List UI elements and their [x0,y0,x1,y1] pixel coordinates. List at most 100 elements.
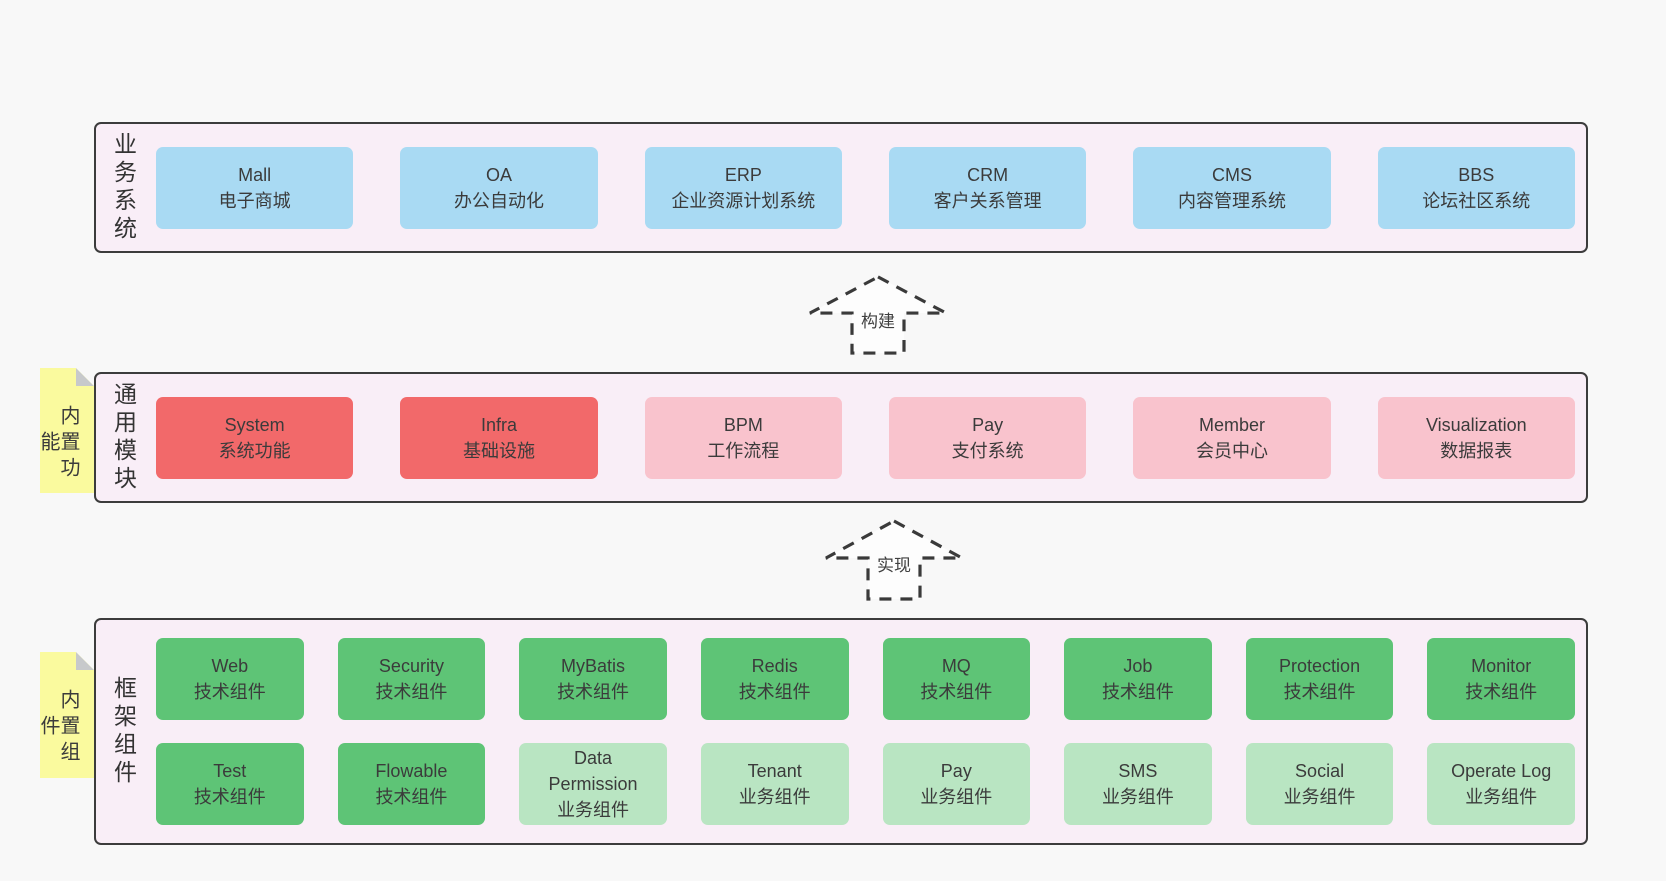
box-title: OA [485,164,512,185]
box-title: BBS [1458,164,1495,185]
layer-label: 业务系统 [110,131,137,244]
box-title: Mall [238,164,272,185]
box-title: Test [213,761,247,781]
box-subtitle: 技术组件 [1101,682,1174,702]
box-title: BPM [723,414,763,435]
sticky-note-builtin-components: 内置组件 [40,652,94,778]
box-title: Operate Log [1451,761,1552,781]
box-redis: Redis 技术组件 [700,638,849,720]
arrow-label: 实现 [874,554,914,578]
box-subtitle: 基础设施 [462,440,535,461]
box-operate-log: Operate Log 业务组件 [1427,743,1575,825]
box-subtitle: 论坛社区系统 [1422,190,1531,211]
box-crm: CRM 客户关系管理 [888,146,1087,229]
box-subtitle: 业务组件 [1283,787,1356,807]
box-mybatis: MyBatis 技术组件 [519,638,667,720]
layer-label: 框架组件 [110,675,137,788]
sticky-note-label: 内置功能 [37,404,79,483]
box-subtitle: 客户关系管理 [933,190,1042,211]
box-mq: MQ 技术组件 [882,638,1031,720]
box-title: CRM [967,164,1009,185]
box-pay-component: Pay 业务组件 [882,743,1031,825]
box-system: System 系统功能 [156,396,354,479]
box-protection: Protection 技术组件 [1245,638,1394,720]
box-subtitle: 业务组件 [1101,787,1174,807]
box-subtitle: 业务组件 [1465,787,1538,807]
box-security: Security 技术组件 [337,638,486,720]
box-member: Member 会员中心 [1133,396,1331,479]
box-title: CMS [1211,164,1252,185]
box-subtitle: 技术组件 [375,682,448,702]
box-job: Job 技术组件 [1064,638,1212,720]
layer-label: 通用模块 [110,381,137,494]
box-tenant: Tenant 业务组件 [700,743,849,825]
box-subtitle: 业务组件 [920,787,993,807]
note-fold-icon [76,368,94,386]
box-data-permission: Data Permission 业务组件 [519,743,667,825]
box-subtitle: 业务组件 [738,787,811,807]
box-title: Redis [751,656,798,676]
box-subtitle: 工作流程 [707,440,780,461]
layer-business-systems: 业务系统 Mall 电子商城 OA 办公自动化 ERP 企业资源计划系统 CRM… [94,122,1588,253]
box-oa: OA 办公自动化 [400,146,598,229]
box-subtitle: 技术组件 [1465,682,1538,702]
note-fold-icon [76,652,94,670]
box-title: Tenant [747,761,802,781]
sticky-note-builtin-features: 内置功能 [40,368,94,493]
box-subtitle: 内容管理系统 [1177,190,1286,211]
components-box-grid: Web 技术组件 Security 技术组件 MyBatis 技术组件 Redi… [156,638,1575,825]
box-monitor: Monitor 技术组件 [1427,638,1575,720]
box-title: Member [1198,414,1265,435]
box-infra: Infra 基础设施 [400,396,598,479]
arrow-implement: 实现 [824,518,964,602]
box-title: Pay [940,761,972,781]
box-erp: ERP 企业资源计划系统 [644,146,842,229]
box-flowable: Flowable 技术组件 [337,743,486,825]
box-mall: Mall 电子商城 [156,146,354,229]
box-title: Web [211,656,249,676]
box-subtitle: 电子商城 [218,190,291,211]
box-sms: SMS 业务组件 [1064,743,1212,825]
box-cms: CMS 内容管理系统 [1133,146,1331,229]
box-subtitle: 技术组件 [375,787,448,807]
box-subtitle: 系统功能 [218,440,291,461]
box-title: ERP [724,164,762,185]
box-title: Protection [1279,656,1361,676]
box-subtitle: 技术组件 [557,682,630,702]
box-title: Visualization [1425,414,1527,435]
box-bbs: BBS 论坛社区系统 [1377,146,1575,229]
box-subtitle: 办公自动化 [453,190,544,211]
layer-common-modules: 通用模块 System 系统功能 Infra 基础设施 BPM 工作流程 Pay… [94,372,1588,503]
box-test: Test 技术组件 [156,743,304,825]
box-title: Monitor [1471,656,1532,676]
box-subtitle: 企业资源计划系统 [671,190,816,211]
box-subtitle: 业务组件 [557,800,630,820]
box-title: Data Permission [548,748,638,794]
box-title: Job [1123,656,1153,676]
box-subtitle: 技术组件 [920,682,993,702]
sticky-note-label: 内置组件 [37,689,79,767]
box-visualization: Visualization 数据报表 [1377,396,1575,479]
box-subtitle: 数据报表 [1440,440,1513,461]
box-subtitle: 技术组件 [1283,682,1356,702]
box-title: SMS [1118,761,1158,781]
box-web: Web 技术组件 [156,638,304,720]
box-social: Social 业务组件 [1245,743,1394,825]
box-title: MyBatis [561,656,626,676]
box-subtitle: 会员中心 [1195,440,1268,461]
box-title: Infra [480,414,517,435]
box-subtitle: 支付系统 [951,440,1024,461]
box-subtitle: 技术组件 [193,787,266,807]
box-pay-module: Pay 支付系统 [888,396,1087,479]
box-title: Pay [972,414,1004,435]
layer-framework-components: 框架组件 Web 技术组件 Security 技术组件 MyBatis 技术组件… [94,618,1588,845]
box-title: MQ [941,656,971,676]
box-subtitle: 技术组件 [193,682,266,702]
box-title: Social [1295,761,1345,781]
box-title: System [224,414,285,435]
business-box-row: Mall 电子商城 OA 办公自动化 ERP 企业资源计划系统 CRM 客户关系… [156,146,1575,229]
modules-box-row: System 系统功能 Infra 基础设施 BPM 工作流程 Pay 支付系统… [156,396,1575,479]
arrow-label: 构建 [858,310,898,334]
box-title: Flowable [375,761,448,781]
